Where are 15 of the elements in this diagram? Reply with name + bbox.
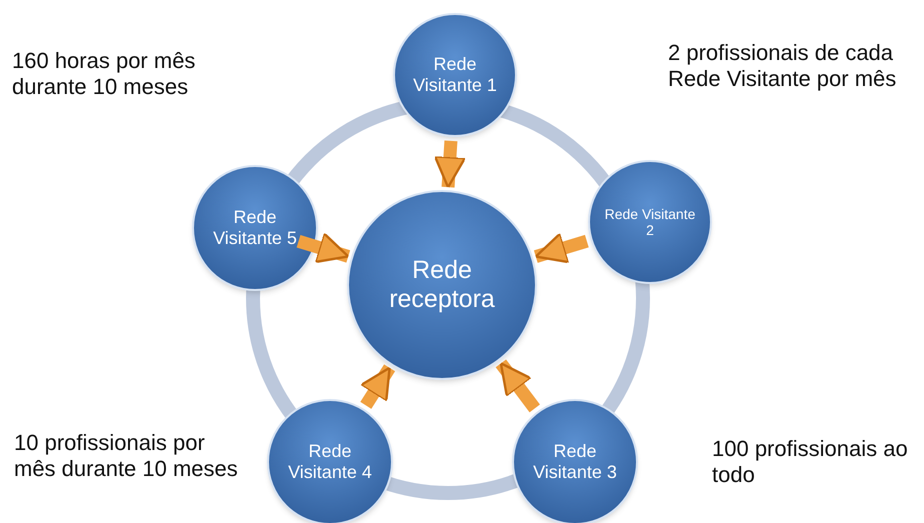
note-text: 10 profissionais por mês durante 10 meses <box>14 430 239 483</box>
node-label: Rede receptora <box>388 256 496 314</box>
node-label: Rede Visitante 4 <box>287 441 373 483</box>
note-text: 2 profissionais de cada Rede Visitante por mês <box>668 40 898 93</box>
node-label: Rede Visitante 1 <box>412 54 498 96</box>
node-label: Rede Visitante 2 <box>604 206 696 238</box>
block-arrow <box>496 359 540 412</box>
block-arrow <box>534 232 589 264</box>
node-label: Rede Visitante 5 <box>212 207 298 249</box>
block-arrow <box>360 364 396 409</box>
note-text: 160 horas por mês durante 10 meses <box>12 48 196 101</box>
node-label: Rede Visitante 3 <box>532 441 618 483</box>
note-text: 100 profissionais ao todo <box>712 436 909 489</box>
block-arrow <box>434 140 466 188</box>
block-arrow <box>296 232 350 264</box>
